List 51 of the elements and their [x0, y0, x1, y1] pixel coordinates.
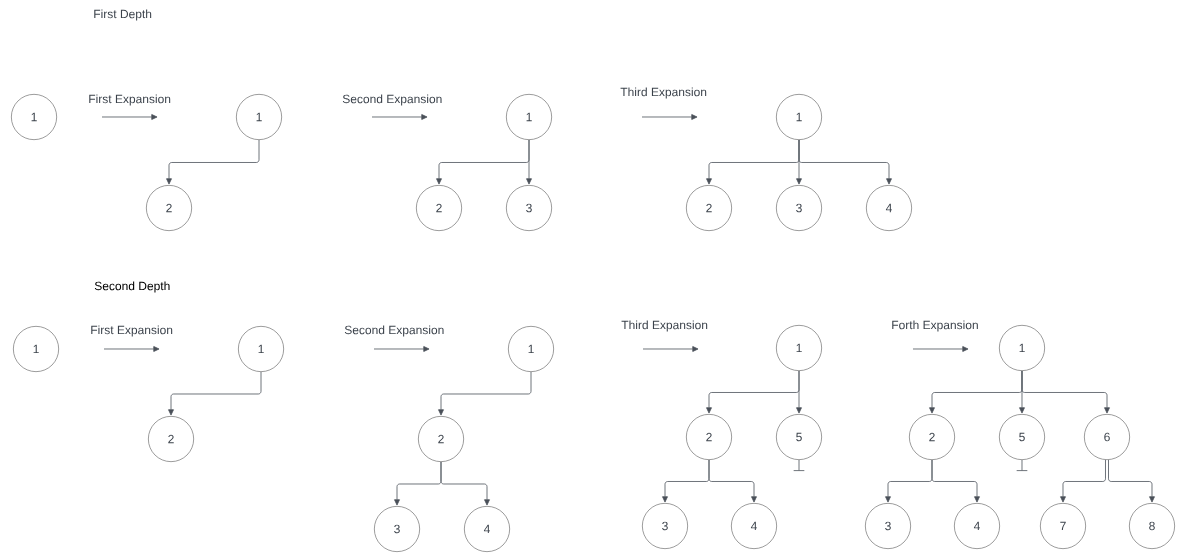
tree-node: 4	[954, 503, 1000, 549]
step-label: Third Expansion	[621, 320, 708, 332]
tree-node: 2	[686, 185, 732, 231]
step-label: Third Expansion	[620, 87, 707, 99]
tree-node: 2	[416, 185, 462, 231]
connector-arrow	[708, 459, 757, 503]
tree-node: 1	[238, 326, 284, 372]
tree-node: 1	[999, 325, 1045, 371]
step-label: Forth Expansion	[892, 320, 978, 332]
tree-node: 1	[776, 94, 822, 140]
tree-node: 2	[146, 185, 192, 231]
connector-arrow	[798, 139, 892, 185]
tree-node: 5	[776, 414, 822, 460]
tree-node: 6	[1084, 414, 1130, 460]
tree-node: 1	[11, 94, 57, 140]
tree-node: 3	[374, 506, 420, 552]
tree-node: 7	[1040, 503, 1086, 549]
tree-node: 4	[866, 185, 912, 231]
tree-node: 2	[686, 414, 732, 460]
tree-node: 2	[909, 414, 955, 460]
section-heading: Second Depth	[94, 281, 170, 293]
tree-node: 1	[776, 325, 822, 371]
tree-node: 1	[508, 326, 554, 372]
tree-node: 2	[148, 416, 194, 462]
connector-arrow	[796, 370, 802, 414]
connector-arrow	[1108, 459, 1155, 503]
tree-node: 3	[506, 185, 552, 231]
tree-node: 4	[731, 503, 777, 549]
tree-node: 1	[13, 326, 59, 372]
tree-node: 1	[236, 94, 282, 140]
connector-arrow	[166, 139, 260, 185]
step-label: First Depth	[94, 9, 152, 21]
tree-node: 1	[506, 94, 552, 140]
step-label: First Expansion	[89, 94, 171, 106]
tree-node: 2	[418, 416, 464, 462]
tree-node: 3	[776, 185, 822, 231]
step-label: Second Expansion	[342, 94, 442, 106]
step-label: First Expansion	[91, 325, 173, 337]
tree-node: 3	[642, 503, 688, 549]
connector-arrow	[526, 139, 532, 185]
connector-arrow	[438, 371, 532, 416]
tree-node: 5	[999, 414, 1045, 460]
tree-node: 3	[865, 503, 911, 549]
connector-arrow	[1021, 370, 1110, 414]
tree-node: 8	[1129, 503, 1175, 549]
tree-node: 4	[464, 506, 510, 552]
connector-arrow	[1060, 459, 1106, 503]
connector-arrow	[440, 461, 490, 506]
connector-arrow	[931, 459, 980, 503]
step-label: Second Expansion	[344, 325, 444, 337]
connector-arrow	[168, 371, 262, 416]
